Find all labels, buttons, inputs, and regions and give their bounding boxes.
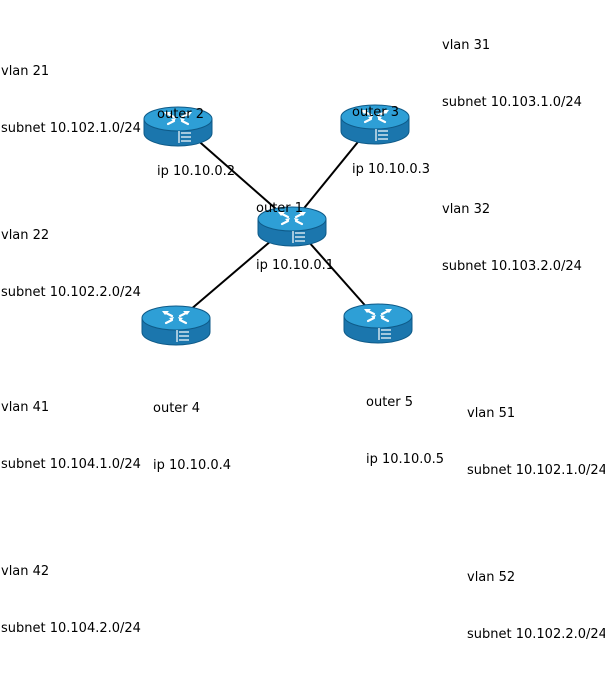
router-icon-r5 <box>343 303 413 345</box>
router-name: outer 1 <box>256 201 304 216</box>
router-label-r4: outer 4 ip 10.10.0.4 <box>153 361 231 513</box>
vlan-block-r4: vlan 41 subnet 10.104.1.0/24 vlan 42 sub… <box>1 360 141 676</box>
vlan-subnet: subnet 10.102.2.0/24 <box>467 627 605 642</box>
vlan-id: vlan 21 <box>1 64 50 79</box>
vlan-subnet: subnet 10.102.1.0/24 <box>467 463 605 478</box>
vlan-id: vlan 41 <box>1 400 50 415</box>
vlan-subnet: subnet 10.103.2.0/24 <box>442 259 582 274</box>
vlan-id: vlan 31 <box>442 38 491 53</box>
vlan-id: vlan 42 <box>1 564 50 579</box>
network-diagram: outer 2 ip 10.10.0.2 outer 3 ip 10.10.0.… <box>1 0 605 642</box>
vlan-block-r2: vlan 21 subnet 10.102.1.0/24 vlan 22 sub… <box>1 24 141 340</box>
vlan-subnet: subnet 10.102.1.0/24 <box>1 121 141 136</box>
router-name: outer 5 <box>366 395 414 410</box>
router-ip: ip 10.10.0.4 <box>153 458 232 473</box>
vlan-id: vlan 52 <box>467 570 516 585</box>
vlan-id: vlan 51 <box>467 406 516 421</box>
vlan-subnet: subnet 10.103.1.0/24 <box>442 95 582 110</box>
router-label-r3: outer 3 ip 10.10.0.3 <box>352 65 430 217</box>
vlan-subnet: subnet 10.104.1.0/24 <box>1 457 141 472</box>
router-name: outer 3 <box>352 105 400 120</box>
router-ip: ip 10.10.0.5 <box>366 452 445 467</box>
vlan-id: vlan 32 <box>442 202 491 217</box>
vlan-subnet: subnet 10.104.2.0/24 <box>1 621 141 636</box>
router-name: outer 4 <box>153 401 201 416</box>
diagram-canvas <box>141 104 413 347</box>
router-label-r2: outer 2 ip 10.10.0.2 <box>157 67 235 219</box>
router-ip: ip 10.10.0.2 <box>157 164 236 179</box>
router-ip: ip 10.10.0.3 <box>352 162 431 177</box>
vlan-id: vlan 22 <box>1 228 50 243</box>
router-name: outer 2 <box>157 107 205 122</box>
vlan-block-r5: vlan 51 subnet 10.102.1.0/24 vlan 52 sub… <box>467 366 605 682</box>
router-ip: ip 10.10.0.1 <box>256 258 335 273</box>
router-label-r5: outer 5 ip 10.10.0.5 <box>366 355 444 507</box>
vlan-block-r3: vlan 31 subnet 10.103.1.0/24 vlan 32 sub… <box>442 0 582 314</box>
vlan-subnet: subnet 10.102.2.0/24 <box>1 285 141 300</box>
router-icon-r4 <box>141 305 211 347</box>
router-label-r1: outer 1 ip 10.10.0.1 <box>256 161 334 313</box>
